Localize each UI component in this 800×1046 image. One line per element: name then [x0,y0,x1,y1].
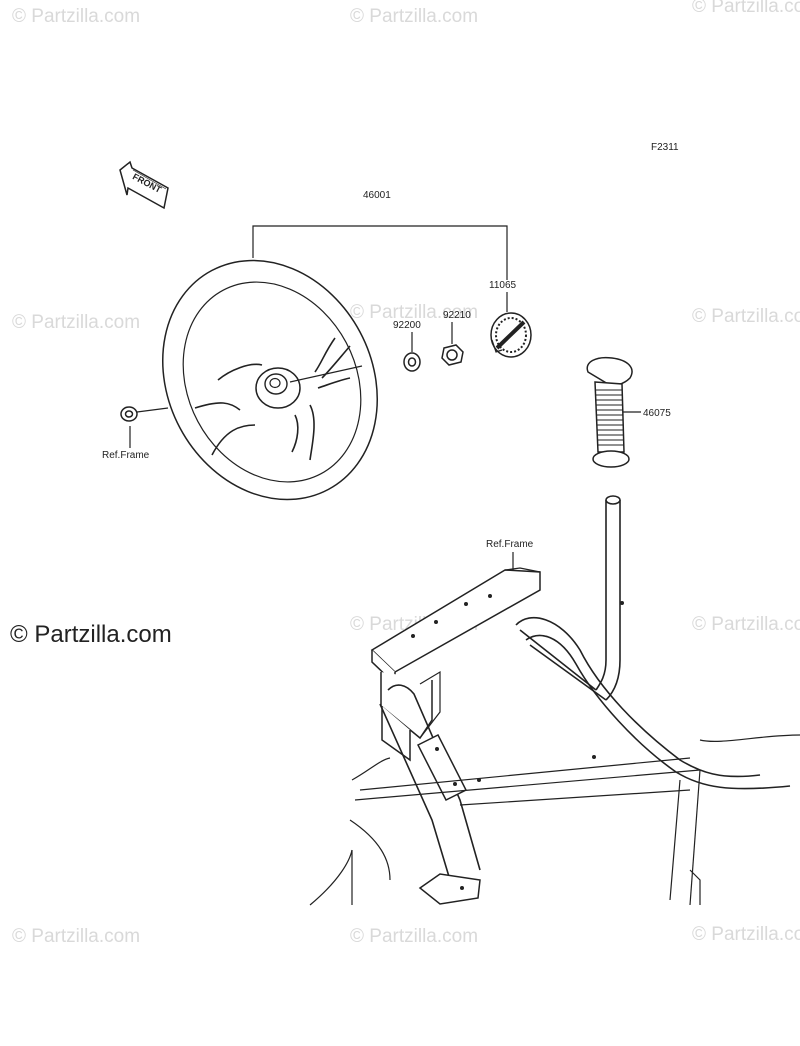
watermark: © Partzilla.com [350,302,478,323]
watermark-main: © Partzilla.com [10,621,172,648]
watermark: © Partzilla.com [12,926,140,947]
steering-wheel [162,259,378,501]
watermark: © Partzilla.com [350,926,478,947]
leader-lines: 46001 11065 92200 92210 46075 Ref.Frame … [102,190,671,570]
emblem-11065 [490,312,532,358]
watermark: © Partzilla.com [692,614,800,635]
part-label-92200: 92200 [393,320,421,331]
watermark: © Partzilla.com [692,306,800,327]
ref-frame-label-left: Ref.Frame [102,450,150,461]
part-label-46075: 46075 [643,408,671,419]
diagram-code: F2311 [651,142,679,153]
front-arrow-icon: FRONT [119,160,169,210]
grip-46075 [586,356,633,468]
part-label-92210: 92210 [443,310,471,321]
washer-92200 [403,352,421,372]
watermark: © Partzilla.com [12,6,140,27]
part-label-46001: 46001 [363,190,391,201]
watermark: © Partzilla.com [692,0,800,17]
part-label-11065: 11065 [489,280,517,291]
ref-frame-label-right: Ref.Frame [486,539,534,550]
ref-frame-washer [120,406,138,422]
nut-92210 [441,344,464,366]
watermark: © Partzilla.com [12,312,140,333]
frame-assembly [309,495,800,906]
watermark: © Partzilla.com [692,924,800,945]
watermark: © Partzilla.com [350,6,478,27]
watermark-layer: © Partzilla.com © Partzilla.com © Partzi… [10,0,800,947]
